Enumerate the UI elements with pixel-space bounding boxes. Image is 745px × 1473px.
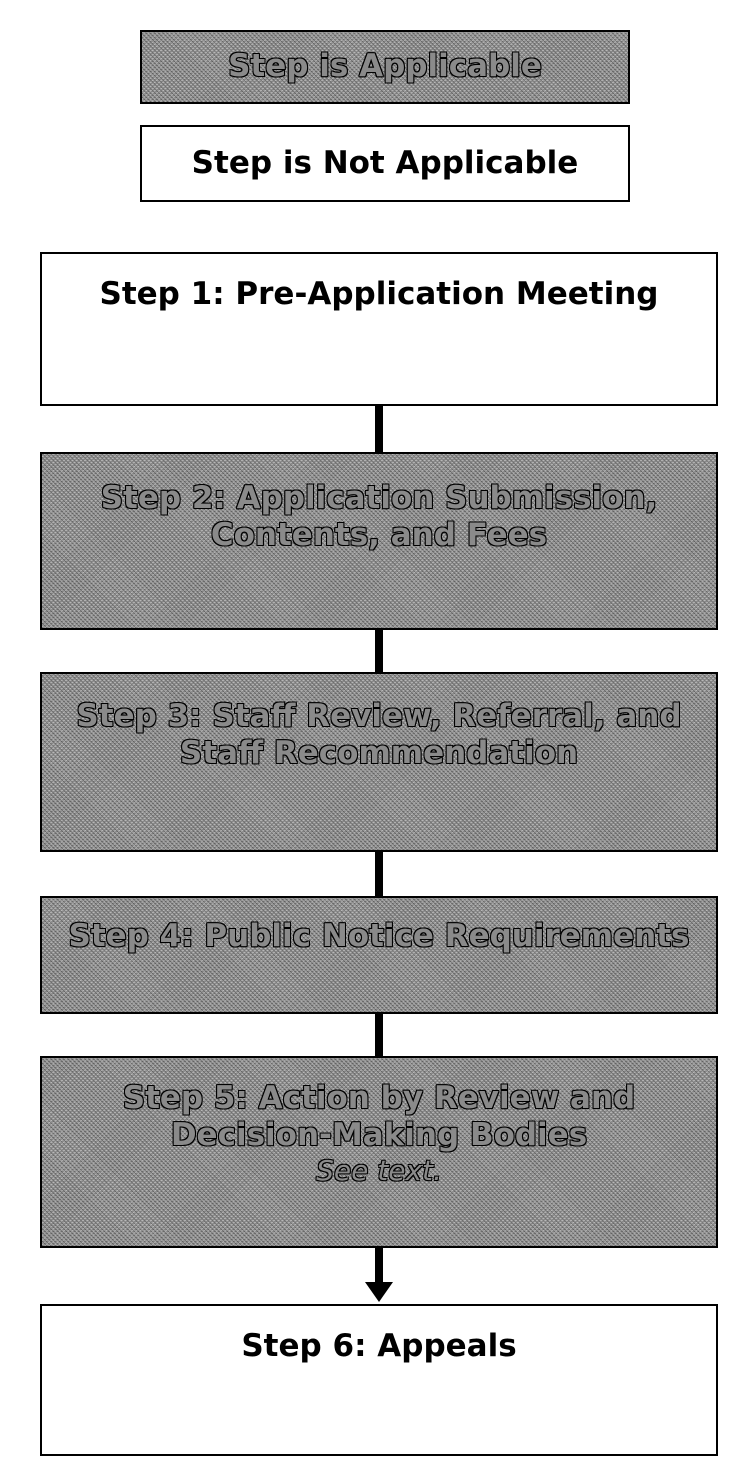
legend-applicable-box: Step is Applicable [140, 30, 630, 104]
connector-1-2 [375, 406, 383, 453]
step-3-title-line-1: Step 3: Staff Review, Referral, and [76, 698, 682, 734]
step-5-box: Step 5: Action by Review and Decision-Ma… [40, 1056, 718, 1248]
step-1-box: Step 1: Pre-Application Meeting [40, 252, 718, 406]
step-2-title-line-2: Contents, and Fees [210, 517, 548, 554]
connector-3-4 [375, 852, 383, 897]
step-4-box: Step 4: Public Notice Requirements [40, 896, 718, 1014]
step-1-title: Step 1: Pre-Application Meeting [99, 276, 659, 312]
step-6-box: Step 6: Appeals [40, 1304, 718, 1456]
step-6-title: Step 6: Appeals [241, 1328, 517, 1364]
step-4-title: Step 4: Public Notice Requirements [68, 918, 690, 954]
step-3-title-line-2: Staff Recommendation [179, 735, 579, 772]
step-5-note: See text. [316, 1154, 442, 1188]
connector-2-3 [375, 630, 383, 673]
legend-not-applicable-box: Step is Not Applicable [140, 125, 630, 202]
step-5-title-line-2: Decision-Making Bodies [170, 1117, 588, 1154]
legend-not-applicable-label: Step is Not Applicable [191, 144, 579, 181]
step-3-box: Step 3: Staff Review, Referral, and Staf… [40, 672, 718, 852]
arrow-head-down-icon [365, 1282, 393, 1302]
legend-applicable-label: Step is Applicable [228, 48, 542, 85]
step-2-box: Step 2: Application Submission, Contents… [40, 452, 718, 630]
step-5-title-line-1: Step 5: Action by Review and [122, 1080, 636, 1116]
connector-5-6 [375, 1248, 383, 1284]
step-2-title-line-1: Step 2: Application Submission, [100, 480, 658, 516]
connector-4-5 [375, 1014, 383, 1057]
